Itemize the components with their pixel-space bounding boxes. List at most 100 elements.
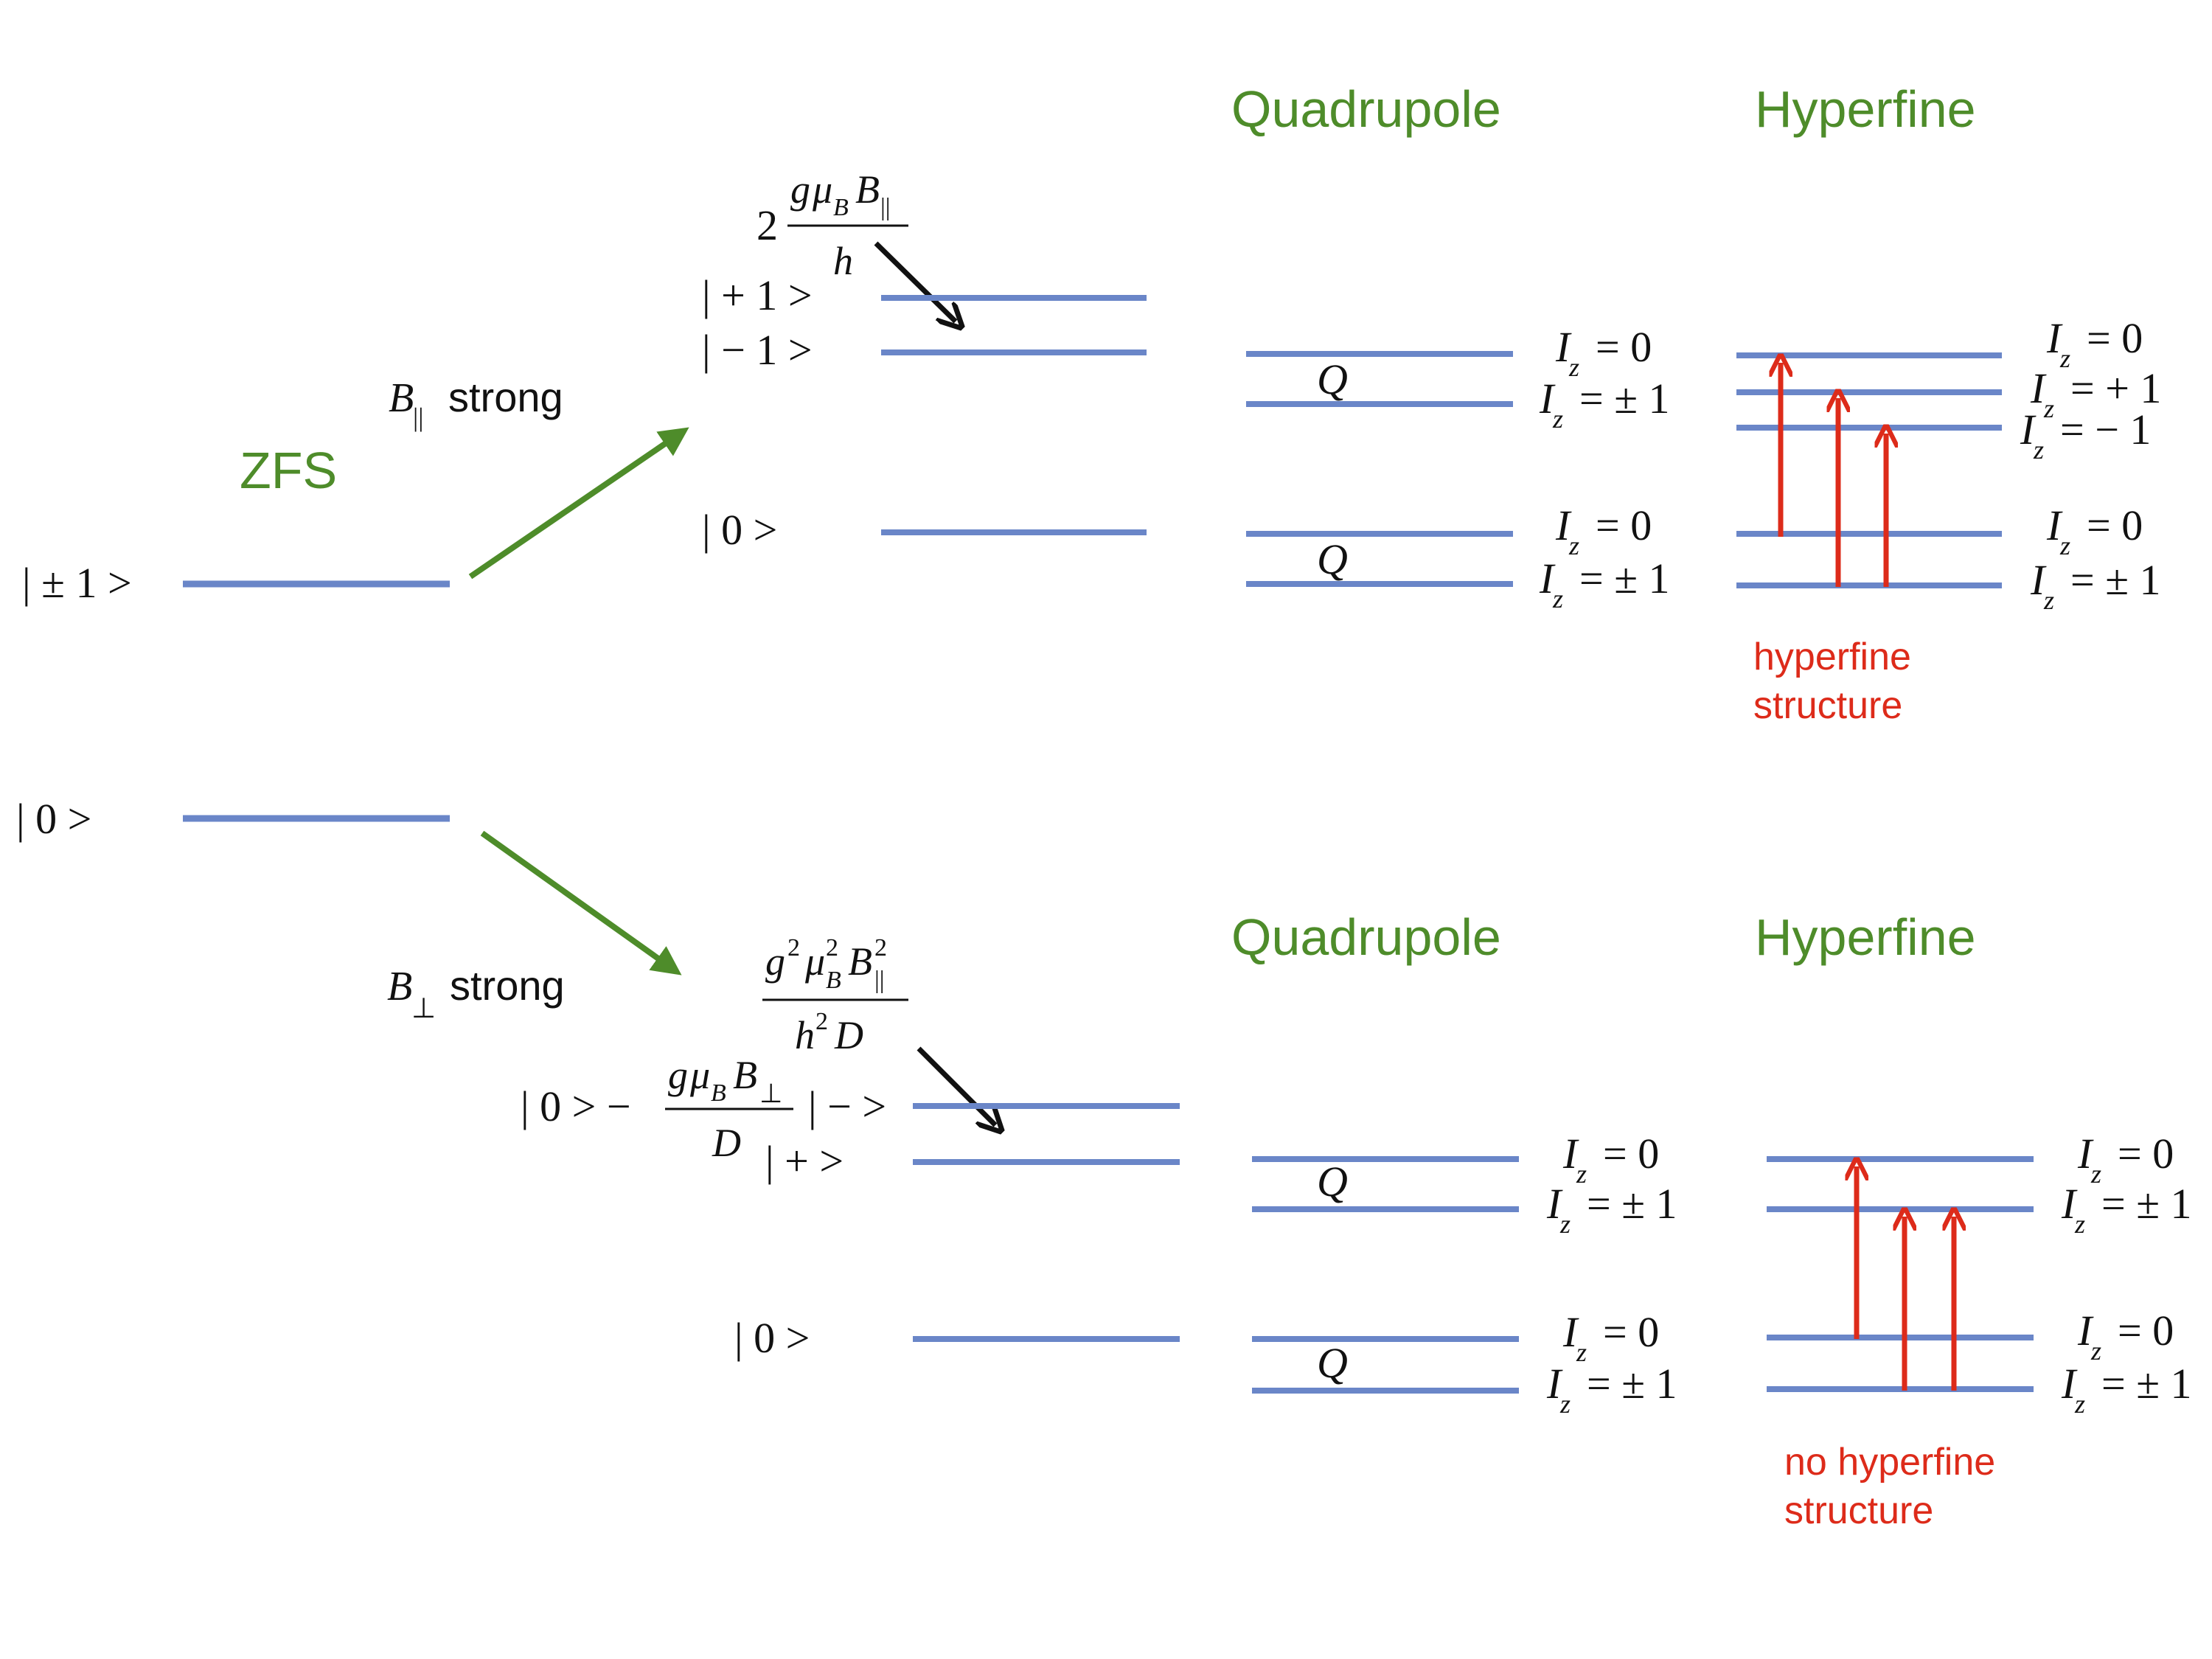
state-0-lower-label: | 0 > [734,1314,810,1362]
zeeman-mu: μ [812,167,832,212]
iz-value: = ± 1 [2101,1360,2192,1408]
iz-value: = ± 1 [1587,1180,1677,1228]
iz-value: = 0 [2118,1130,2174,1178]
mix-mu-sub: B [711,1079,726,1107]
shift-mu-sup: 2 [826,934,838,961]
shift-pointer-arrow [917,1046,995,1125]
upper-quad-iz-labels: I z = 0 I z = ± 1 I z = 0 I z = ± 1 [1539,323,1670,613]
upper-quadrupole-levels [1246,351,1513,587]
iz-sub: z [1568,531,1579,560]
upper-zeeman-levels [881,295,1147,535]
hyperfine-title-upper: Hyperfine [1755,80,1976,138]
iz-sub: z [1576,1159,1587,1189]
iz-value: = ± 1 [1579,554,1670,602]
mixed-state-formula: | 0 > − g μ B B ⊥ D [521,1053,793,1165]
iz-sub: z [2090,1336,2101,1366]
iz-symbol: I [1562,1130,1579,1178]
iz-sub: z [1559,1389,1571,1419]
no-hyperfine-note-line2: structure [1784,1489,1933,1532]
iz-label: I z = − 1 [2020,406,2151,465]
iz-symbol: I [1546,1360,1563,1408]
mix-b: B [733,1053,757,1097]
iz-sub: z [2043,585,2054,615]
zeeman-den: h [833,239,853,283]
iz-sub: z [2059,344,2070,373]
mix-den: D [712,1121,741,1165]
lower-hyperfine-arrows [1857,1166,1954,1391]
mix-mu: μ [689,1053,710,1097]
iz-label: I z = ± 1 [2061,1360,2192,1419]
iz-sub: z [2074,1209,2085,1239]
iz-sub: z [1568,352,1579,382]
iz-symbol: I [2030,364,2047,412]
arrow-to-b-parallel [468,427,689,580]
iz-symbol: I [2077,1307,2094,1354]
upper-hyperfine-levels [1736,352,2002,588]
iz-sub: z [1559,1209,1571,1239]
iz-symbol: I [2020,406,2037,453]
iz-label: I z = ± 1 [1546,1180,1677,1239]
state-m1-label: | − 1 > [702,326,813,374]
iz-value: = 0 [1603,1130,1659,1178]
zeeman-b-sub: || [880,194,891,221]
second-order-shift-formula: g 2 μ 2 B B 2 || h 2 D [762,934,908,1057]
upper-hyperfine-arrows [1781,363,1886,587]
q-symbol: Q [1317,1158,1348,1206]
no-hyperfine-note-line1: no hyperfine [1784,1441,1995,1484]
lower-zeeman-levels [913,1103,1180,1342]
iz-symbol: I [1546,1180,1563,1228]
state-minus-label: | − > [808,1082,886,1130]
zeeman-splitting-formula: 2 g μ B B || h [757,167,908,283]
iz-symbol: I [1562,1308,1579,1356]
zeeman-prefactor: 2 [757,201,778,249]
b-parallel-word: strong [448,374,563,420]
lower-hyperfine-levels [1767,1156,2034,1392]
iz-label: I z = ± 1 [2061,1180,2192,1239]
iz-sub: z [2059,531,2070,560]
shift-mu: μ [804,939,825,984]
iz-symbol: I [1539,554,1556,602]
iz-value: = 0 [2087,501,2143,549]
mix-b-sub: ⊥ [759,1079,782,1108]
upper-hyper-iz-labels: I z = 0 I z = + 1 I z = − 1 I z = 0 I z … [2020,314,2161,615]
shift-den-h-sup: 2 [815,1008,828,1035]
iz-value: = 0 [1596,501,1652,549]
iz-symbol: I [2077,1130,2094,1178]
hyperfine-note-line1: hyperfine [1753,636,1911,678]
state-0-label: | 0 > [16,795,91,843]
iz-symbol: I [2061,1360,2078,1408]
iz-label: I z = 0 [2046,501,2143,560]
b-perp-symbol: B [387,964,412,1009]
q-symbol: Q [1317,1339,1348,1387]
iz-label: I z = 0 [2046,314,2143,373]
iz-value: = 0 [2118,1307,2174,1354]
iz-label: I z = 0 [1555,501,1652,560]
shift-mu-sub: B [826,967,841,994]
iz-value: = 0 [1603,1308,1659,1356]
iz-label: I z = 0 [2077,1307,2174,1366]
iz-label: I z = ± 1 [2030,556,2161,615]
iz-sub: z [2074,1389,2085,1419]
iz-label: I z = ± 1 [1546,1360,1677,1419]
iz-label: I z = 0 [1555,323,1652,382]
iz-symbol: I [1555,323,1572,371]
iz-sub: z [2033,435,2044,465]
iz-symbol: I [1555,501,1572,549]
iz-value: = ± 1 [2070,556,2161,604]
shift-b-sup: 2 [874,934,887,961]
shift-den-h: h [795,1013,815,1057]
iz-value: = ± 1 [1587,1360,1677,1408]
state-0-upper-label: | 0 > [702,506,777,554]
iz-sub: z [1552,584,1563,613]
b-parallel-subscript: || [413,403,423,432]
shift-g-sup: 2 [787,934,800,961]
lower-quadrupole-levels [1252,1156,1519,1394]
mix-g: g [668,1053,688,1097]
iz-value: = ± 1 [1579,375,1670,422]
iz-label: I z = ± 1 [1539,375,1670,434]
hyperfine-note-line2: structure [1753,684,1902,727]
q-symbol: Q [1317,355,1348,403]
b-perp-label: B ⊥ strong [387,962,565,1024]
iz-sub: z [1552,404,1563,434]
